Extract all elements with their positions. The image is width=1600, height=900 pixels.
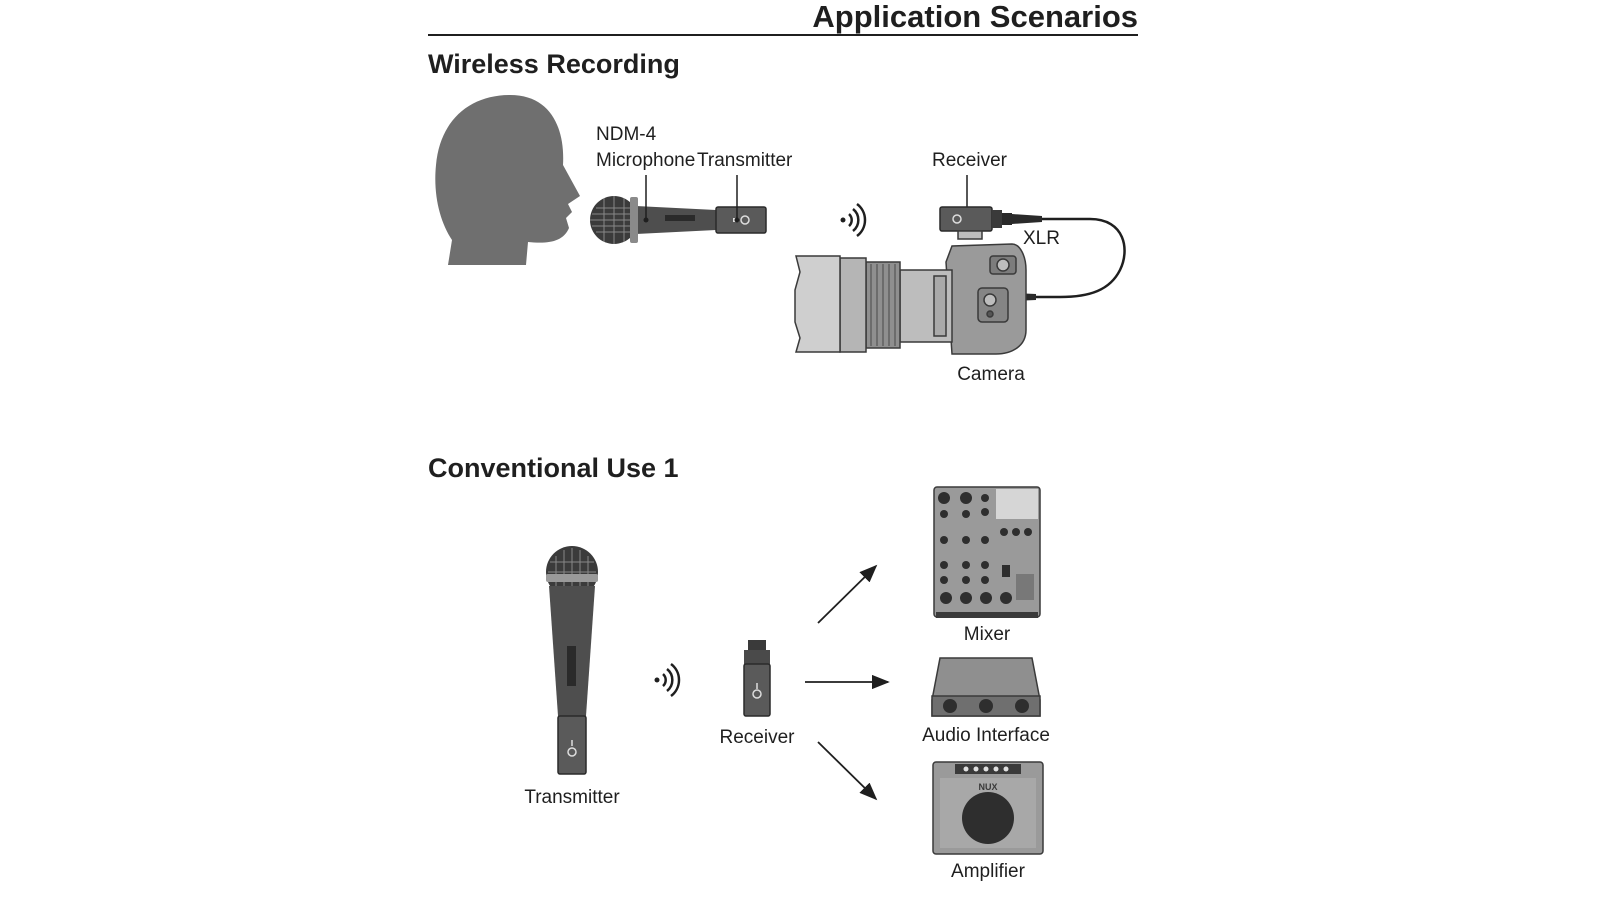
section-heading-wireless: Wireless Recording <box>428 49 680 79</box>
label-amplifier: Amplifier <box>951 861 1026 882</box>
head-silhouette-icon <box>435 95 580 265</box>
mixer-icon <box>933 486 1041 618</box>
transmitter-device-icon <box>715 206 767 234</box>
wireless-signal-icon <box>840 203 867 237</box>
label-transmitter-bottom: Transmitter <box>524 787 620 808</box>
receiver-device-icon <box>939 206 1012 232</box>
arrow-to-amplifier <box>817 741 878 801</box>
vertical-microphone-icon <box>546 546 598 716</box>
label-transmitter-top: Transmitter <box>697 150 793 171</box>
label-audio-interface: Audio Interface <box>922 725 1050 746</box>
label-microphone: Microphone <box>596 150 695 171</box>
audio-interface-icon <box>931 657 1041 717</box>
section-heading-conventional: Conventional Use 1 <box>428 453 679 483</box>
page-title: Application Scenarios <box>812 0 1138 34</box>
label-camera: Camera <box>957 364 1025 385</box>
wireless-signal-icon-2 <box>654 663 681 697</box>
label-xlr: XLR <box>1023 228 1060 249</box>
camera-icon <box>794 230 1027 355</box>
receiver-vertical-icon <box>743 640 771 717</box>
microphone-icon <box>590 196 716 244</box>
transmitter-vertical-icon <box>557 715 587 775</box>
label-ndm4: NDM-4 <box>596 124 657 145</box>
arrow-to-mixer <box>817 564 878 624</box>
label-mixer: Mixer <box>964 624 1011 645</box>
label-receiver-top: Receiver <box>932 150 1008 171</box>
amplifier-icon: NUX <box>932 761 1044 855</box>
label-receiver-bottom: Receiver <box>720 727 796 748</box>
amp-brand-logo: NUX <box>978 782 997 792</box>
